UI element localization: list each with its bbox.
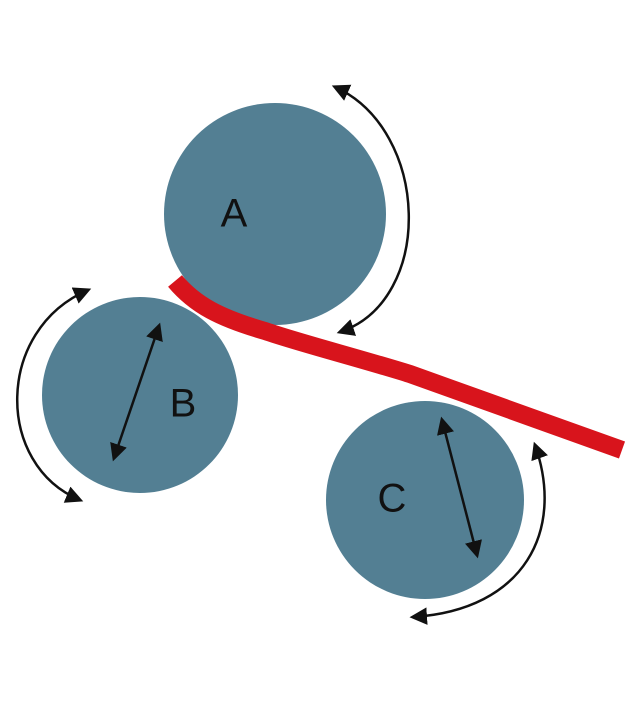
roller-a: A [164,103,386,325]
roller-b-rotation-arrow-icon [16,287,92,503]
roller-a-body [164,103,386,325]
roller-c-label: C [378,477,407,521]
roller-b-body [42,297,238,493]
roller-b-movement-arrow-icon [110,322,163,462]
roller-c: C [326,401,524,599]
roller-c-rotation-arrow-icon [409,441,548,625]
roller-a-rotation-arrow-icon [331,84,410,336]
roller-b-label: B [170,382,197,426]
roller-b: B [42,297,238,493]
roller-a-label: A [221,192,248,236]
roller-c-movement-arrow-icon [437,416,482,559]
roller-c-body [326,401,524,599]
strip [168,275,626,459]
